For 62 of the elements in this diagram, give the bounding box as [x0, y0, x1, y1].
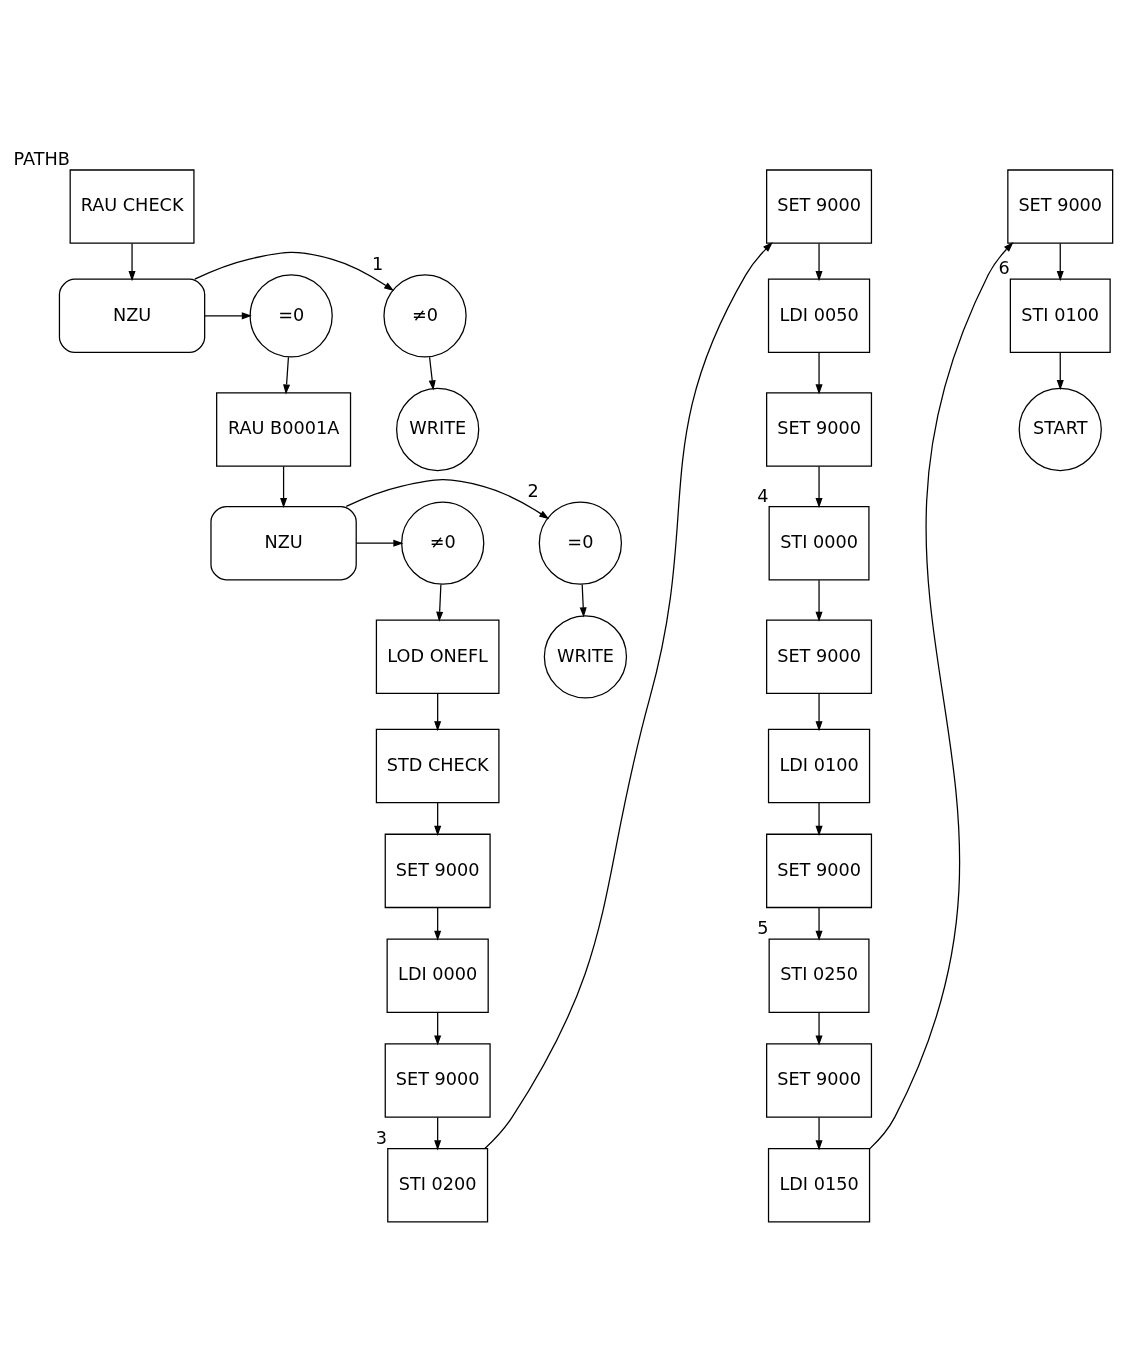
node-circle: ≠0 [401, 501, 485, 585]
node-box: SET 9000 [766, 1042, 873, 1118]
node-circle: WRITE [543, 614, 628, 698]
node-box: STD CHECK [375, 728, 500, 803]
arrow [815, 579, 823, 622]
arrow [434, 1116, 442, 1150]
node-box: SET 9000 [766, 833, 873, 908]
node-label: 4 [757, 485, 769, 506]
arrow [434, 1011, 442, 1046]
arrow [355, 539, 404, 547]
node-box: STI 0000 [768, 505, 870, 580]
node-box: LDI 0000 [386, 937, 489, 1013]
node-box: SET 9000 [384, 833, 491, 908]
node-box: NZU [210, 505, 357, 580]
node-box: LDI 0050 [767, 278, 871, 353]
arrow [434, 801, 442, 836]
arrow [815, 1011, 823, 1046]
node-box: STI 0100 [1009, 278, 1111, 353]
arrow [280, 465, 288, 508]
node-circle: WRITE [396, 387, 480, 471]
arrow [434, 906, 442, 941]
arrow [815, 351, 823, 394]
node-label: 2 [527, 480, 539, 501]
arrow [815, 906, 823, 941]
node-box: SET 9000 [766, 168, 873, 244]
node-box: SET 9000 [766, 391, 873, 467]
arrow [1056, 242, 1064, 281]
arrow [869, 241, 1014, 1149]
arrow [815, 692, 823, 731]
node-box: LOD ONEFL [375, 619, 500, 694]
arrow [434, 692, 442, 731]
node-box: RAU B0001A [216, 391, 352, 467]
node-box: SET 9000 [766, 619, 873, 694]
arrow [484, 241, 773, 1149]
node-circle: START [1018, 387, 1102, 471]
arrow [815, 801, 823, 836]
node-box: SET 9000 [384, 1042, 491, 1118]
node-label: 6 [998, 257, 1010, 278]
arrow [815, 1116, 823, 1150]
arrow [204, 311, 252, 319]
node-box: STI 0250 [768, 937, 870, 1013]
node-box: LDI 0100 [767, 728, 871, 803]
arrow [1056, 351, 1064, 390]
arrow [436, 583, 444, 622]
arrow [428, 356, 436, 390]
arrow [815, 465, 823, 508]
node-box: STI 0200 [387, 1147, 489, 1223]
arrow [194, 251, 395, 291]
node-circle: =0 [249, 273, 333, 358]
node-box: NZU [58, 278, 206, 353]
arrow [579, 583, 587, 617]
node-label: 1 [372, 253, 384, 274]
node-label: PATHB [13, 148, 70, 169]
node-box: SET 9000 [1007, 168, 1114, 244]
arrow [815, 242, 823, 281]
arrow [283, 356, 291, 394]
node-box: RAU CHECK [69, 168, 195, 244]
arrow [128, 242, 136, 281]
node-label: 3 [375, 1127, 388, 1148]
node-label: 5 [757, 917, 769, 938]
node-box: LDI 0150 [767, 1147, 871, 1223]
arrow [345, 478, 550, 519]
